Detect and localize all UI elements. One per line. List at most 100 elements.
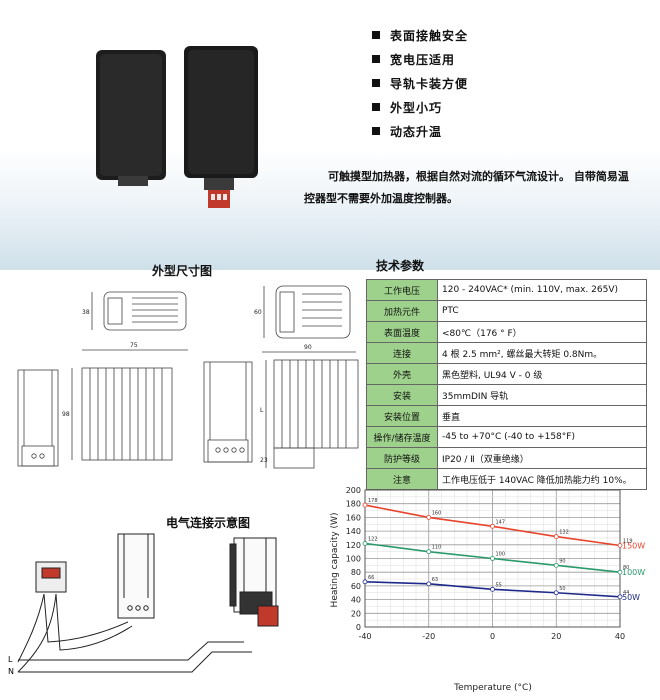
- x-tick-labels: -40 -20 0 20 40: [358, 632, 625, 641]
- x-tick-label: -40: [358, 632, 371, 641]
- data-point: [426, 549, 432, 555]
- dim-label: L: [260, 407, 264, 414]
- data-label: 178: [368, 498, 378, 504]
- spec-value: -45 to +70°C (-40 to +158°F): [437, 426, 647, 448]
- table-row: 安装位置垂直: [366, 405, 647, 427]
- data-point: [426, 581, 432, 587]
- data-label: 100: [496, 552, 506, 558]
- dim-label: 90: [304, 344, 312, 351]
- bullet-icon: [372, 103, 380, 111]
- spec-value: 120 - 240VAC* (min. 110V, max. 265V): [437, 279, 647, 301]
- dim-label: 60: [254, 309, 262, 316]
- y-tick-label: 80: [351, 568, 361, 577]
- wiring-title: 电气连接示意图: [166, 516, 251, 530]
- data-point: [553, 534, 559, 539]
- spec-title: 技术参数: [376, 259, 425, 273]
- spec-value: <80℃（176 ° F）: [437, 321, 647, 343]
- data-label: 63: [432, 577, 438, 583]
- feature-item: 宽电压适用: [372, 48, 468, 72]
- spec-value: 工作电压低于 140VAC 降低加热能力约 10%。: [437, 468, 647, 490]
- data-label: 44: [623, 590, 629, 596]
- data-point: [553, 590, 559, 596]
- feature-item: 导轨卡装方便: [372, 72, 468, 96]
- chart-grid: [364, 489, 621, 628]
- x-tick-label: 20: [551, 632, 561, 641]
- bullet-icon: [372, 55, 380, 63]
- data-point: [362, 541, 368, 546]
- spec-key: 加热元件: [366, 300, 438, 322]
- spec-value: IP20 / Ⅱ（双重绝缘）: [437, 447, 647, 469]
- spec-value: 垂直: [437, 405, 647, 427]
- y-tick-label: 100: [346, 555, 361, 564]
- y-tick-label: 120: [346, 541, 361, 550]
- dimension-drawing: 38 75 98 60 90 L 23: [17, 285, 359, 469]
- data-label: 90: [559, 558, 565, 564]
- series-name-label: 150W: [622, 541, 645, 550]
- series-name-label: 100W: [622, 568, 645, 577]
- x-tick-label: -20: [422, 632, 435, 641]
- data-label: 160: [432, 510, 442, 516]
- data-point: [362, 502, 368, 508]
- feature-item: 表面接触安全: [372, 24, 468, 48]
- data-label: 147: [496, 519, 506, 525]
- product-photo: [96, 46, 258, 208]
- y-tick-label: 0: [356, 623, 361, 632]
- spec-key: 防护等级: [366, 447, 438, 469]
- wire-label-L: L: [8, 655, 13, 664]
- y-tick-label: 200: [346, 486, 361, 495]
- data-point: [362, 579, 368, 585]
- spec-value: 黑色塑料, UL94 V - 0 级: [437, 363, 647, 385]
- data-point: [490, 556, 495, 561]
- spec-key: 安装: [366, 384, 438, 406]
- x-tick-label: 0: [490, 632, 495, 641]
- spec-value: PTC: [437, 300, 647, 322]
- feature-list: 表面接触安全 宽电压适用 导轨卡装方便 外型小巧 动态升温: [372, 24, 468, 144]
- data-label: 132: [559, 530, 569, 536]
- bullet-icon: [372, 127, 380, 135]
- feature-item: 外型小巧: [372, 96, 468, 120]
- spec-key: 工作电压: [366, 279, 438, 301]
- data-point: [617, 569, 623, 575]
- y-tick-label: 40: [351, 596, 361, 605]
- data-label: 80: [623, 565, 629, 571]
- data-point: [426, 515, 432, 520]
- table-row: 操作/储存温度-45 to +70°C (-40 to +158°F): [366, 426, 647, 448]
- dim-label: 98: [62, 411, 70, 418]
- data-point: [617, 594, 623, 600]
- series-name-label: 50W: [622, 593, 640, 602]
- bullet-icon: [372, 79, 380, 87]
- spec-value: 35mmDIN 导轨: [437, 384, 647, 406]
- dim-label: 75: [130, 342, 138, 349]
- plot-frame: [364, 489, 621, 628]
- dim-label: 23: [260, 457, 268, 464]
- spec-key: 操作/储存温度: [366, 426, 438, 448]
- data-label: 66: [368, 575, 374, 581]
- spec-key: 安装位置: [366, 405, 438, 427]
- spec-key: 连接: [366, 342, 438, 364]
- y-tick-label: 160: [346, 513, 361, 522]
- table-row: 外壳黑色塑料, UL94 V - 0 级: [366, 363, 647, 385]
- y-tick-label: 20: [351, 609, 361, 618]
- data-label: 119: [623, 538, 633, 544]
- bullet-icon: [372, 31, 380, 39]
- spec-value: 4 根 2.5 mm², 螺丝最大转矩 0.8Nm。: [437, 342, 647, 364]
- data-point: [617, 543, 623, 548]
- data-point: [490, 523, 495, 529]
- y-tick-label: 140: [346, 527, 361, 536]
- x-axis-label: Temperature (°C): [453, 683, 532, 692]
- x-tick-label: 40: [615, 632, 625, 641]
- product-description: 可触摸型加热器，根据自然对流的循环气流设计。 自带简易温控器型不需要外加温度控制…: [304, 170, 629, 205]
- dim-label: 38: [82, 309, 90, 316]
- data-point: [490, 586, 495, 592]
- wire-label-N: N: [8, 667, 14, 676]
- spec-key: 表面温度: [366, 321, 438, 343]
- data-label: 55: [496, 582, 502, 588]
